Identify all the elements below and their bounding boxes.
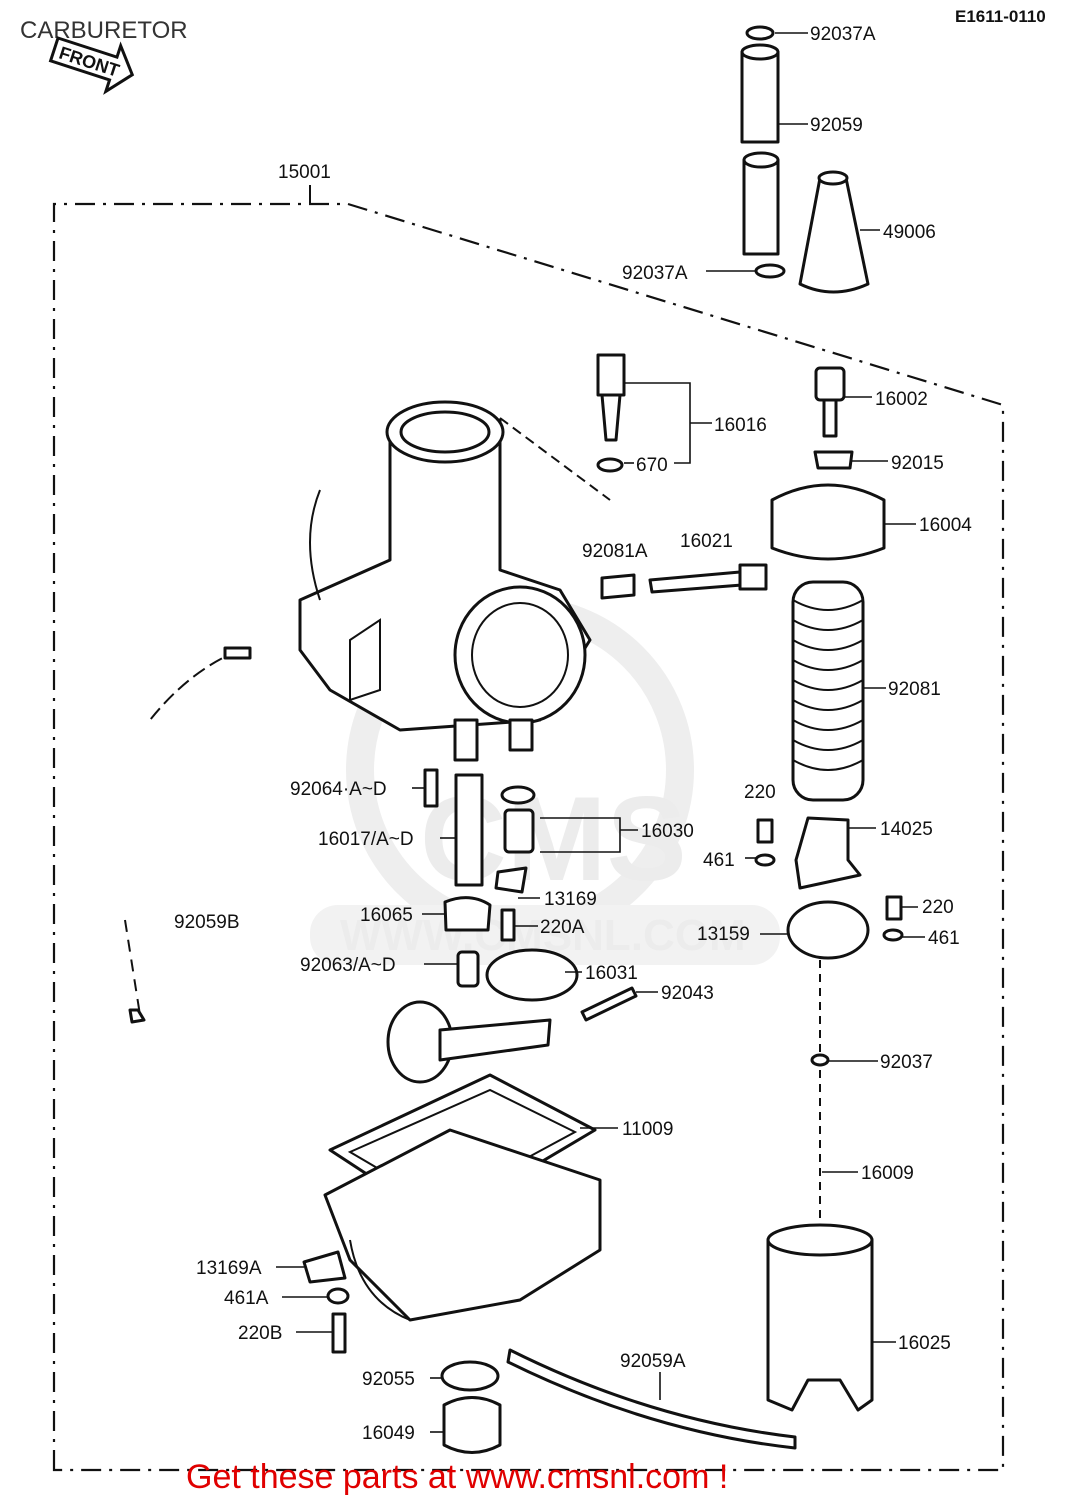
float-bowl-parts <box>124 353 904 1454</box>
part-label: 16025 <box>898 1333 951 1354</box>
part-label: 13159 <box>697 924 750 945</box>
assembly-frame: 15001 <box>52 162 1005 1472</box>
vent-hose-group <box>740 25 870 294</box>
part-label: 16004 <box>919 515 972 536</box>
part-label: 16049 <box>362 1423 415 1444</box>
part-label: 670 <box>636 455 668 476</box>
part-label: 16017/A~D <box>318 829 414 850</box>
part-label: 92063/A~D <box>300 955 396 976</box>
part-label: 14025 <box>880 819 933 840</box>
part-label: 92059B <box>174 912 240 933</box>
part-label: 16009 <box>861 1163 914 1184</box>
part-label: 16016 <box>714 415 767 436</box>
part-label: 16002 <box>875 389 928 410</box>
part-label: 92043 <box>661 983 714 1004</box>
part-label: 461 <box>928 928 960 949</box>
footer-link[interactable]: Get these parts at www.cmsnl.com ! <box>186 1458 728 1496</box>
part-label: 461 <box>703 850 735 871</box>
part-label: 92055 <box>362 1369 415 1390</box>
part-label: 92037A <box>810 24 876 45</box>
page-title: CARBURETOR <box>20 17 188 44</box>
part-label: 16031 <box>585 963 638 984</box>
part-label: 49006 <box>883 222 936 243</box>
part-label: 461A <box>224 1288 269 1309</box>
part-label: 220 <box>744 782 776 803</box>
carburetor-body <box>149 400 611 762</box>
part-label: 92059A <box>620 1351 686 1372</box>
part-label: 220B <box>238 1323 282 1344</box>
part-label: 13169 <box>544 889 597 910</box>
part-label: 92037A <box>622 263 688 284</box>
part-labels: 92037A 92059 49006 92037A 16016 670 1600… <box>174 24 972 1444</box>
part-label: 92081A <box>582 541 648 562</box>
part-label: 92059 <box>810 115 863 136</box>
part-label: 13169A <box>196 1258 262 1279</box>
part-label: 92081 <box>888 679 941 700</box>
part-label: 11009 <box>622 1119 673 1140</box>
diagram-code: E1611-0110 <box>955 7 1046 26</box>
part-label: 16030 <box>641 821 694 842</box>
part-label: 16065 <box>360 905 413 926</box>
part-label: 16021 <box>680 531 733 552</box>
part-label: 220A <box>540 917 585 938</box>
leader-lines <box>276 32 925 1433</box>
part-label: 92064·A~D <box>290 779 387 800</box>
part-label: 92037 <box>880 1052 933 1073</box>
part-label: 220 <box>922 897 954 918</box>
assembly-label: 15001 <box>278 162 331 183</box>
part-label: 92015 <box>891 453 944 474</box>
